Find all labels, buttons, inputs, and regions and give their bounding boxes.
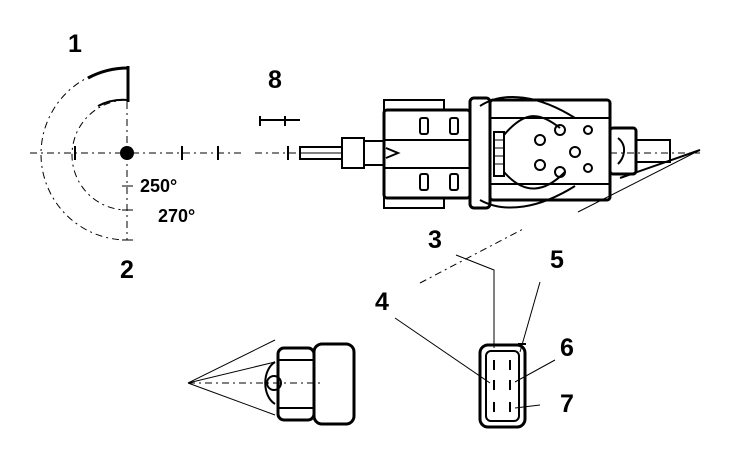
perspective-line <box>187 361 276 384</box>
wire <box>479 95 576 119</box>
body-slot <box>449 117 459 135</box>
perspective-line <box>187 382 276 416</box>
end-knob-cap <box>266 375 282 391</box>
body-arrow <box>385 147 401 159</box>
body-slot <box>419 117 429 135</box>
rear-plug-clip <box>617 137 625 165</box>
rear-plug-tip <box>635 139 671 163</box>
perspective-line <box>187 339 276 384</box>
terminal <box>534 159 546 171</box>
section-line <box>419 227 526 284</box>
callout-3: 3 <box>428 226 442 254</box>
callout-7: 7 <box>560 390 574 418</box>
connector-inner <box>485 350 520 422</box>
callout-4: 4 <box>375 288 389 316</box>
section-lines: 3 <box>419 226 526 348</box>
perspective-line <box>577 149 701 213</box>
connector-housing <box>478 343 527 429</box>
switch-collar <box>363 140 385 166</box>
body-slot <box>449 173 459 191</box>
dial-outer-arc <box>40 67 128 241</box>
leader-5 <box>519 281 541 353</box>
end-knob <box>264 361 276 405</box>
callout-1: 1 <box>68 30 82 58</box>
terminal <box>554 166 566 178</box>
switch-top-flange <box>383 99 445 111</box>
end-body-cap <box>312 342 356 426</box>
terminal <box>534 134 546 146</box>
dial-solid-arc-outer <box>87 66 129 80</box>
wire <box>503 115 561 136</box>
leader-4 <box>394 317 491 384</box>
callout-5: 5 <box>550 246 564 274</box>
rotation-dial: 250° 270° 1 2 <box>30 30 245 284</box>
switch-side-view: 8 <box>255 66 701 213</box>
callout-2: 2 <box>120 256 134 284</box>
end-body <box>276 346 316 422</box>
switch-nut <box>341 137 365 169</box>
angle-250-label: 250° <box>140 176 177 196</box>
dial-solid-arc-inner <box>97 98 129 107</box>
switch-ring <box>468 96 492 210</box>
callout-6: 6 <box>560 334 574 362</box>
callout-8: 8 <box>268 66 282 94</box>
dial-center-dot <box>120 146 134 160</box>
connector-end-view: 4 5 6 7 <box>375 246 574 429</box>
switch-bottom-flange <box>383 197 445 209</box>
terminal <box>583 163 593 173</box>
leader-3 <box>455 254 495 348</box>
contact-comb <box>493 131 505 177</box>
rear-plug <box>608 126 638 176</box>
leader-6 <box>514 359 556 383</box>
wire <box>479 185 576 209</box>
switch-end-view <box>187 339 356 426</box>
terminal <box>569 146 581 158</box>
terminal <box>554 124 566 136</box>
leader-7 <box>514 404 541 409</box>
terminal <box>583 125 593 135</box>
perspective-line <box>619 149 701 179</box>
angle-270-label: 270° <box>158 206 195 226</box>
dial-inner-arc <box>71 99 128 211</box>
body-slot <box>419 173 429 191</box>
